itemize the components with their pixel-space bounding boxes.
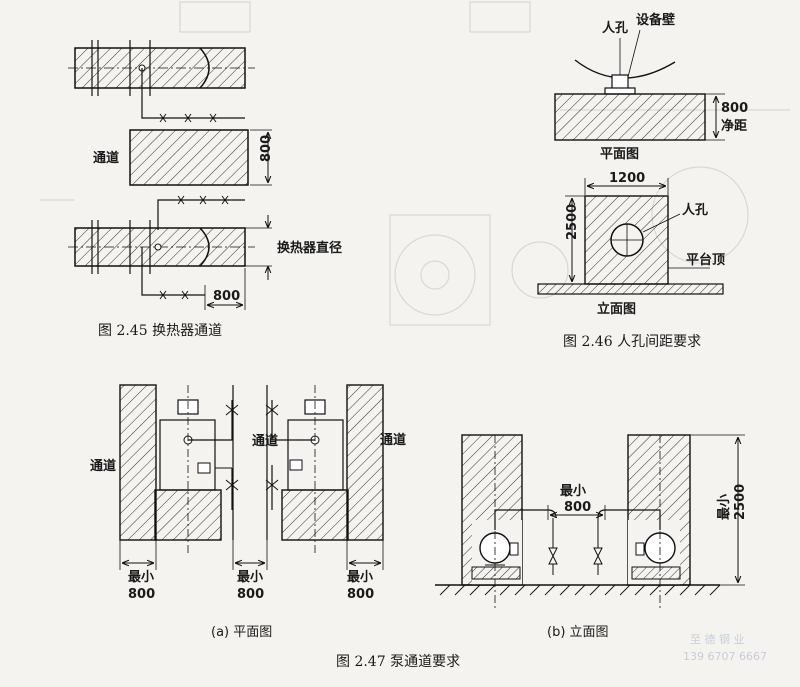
fig-2-47-b: 最小 800 最小 2500 (b) 立面图 (435, 434, 748, 640)
fig-2-47-a: 通道 通道 通道 (90, 384, 406, 640)
dim-800-vertical: 800 (259, 135, 274, 162)
caption-2-47: 图 2.47 泵通道要求 (336, 654, 460, 670)
diameter-label: 换热器直径 (277, 240, 342, 256)
platform-plan (554, 93, 706, 141)
dim-800-b: 800 (564, 500, 591, 515)
min-label-3: 最小 (347, 570, 373, 585)
manhole-plan (604, 87, 636, 95)
watermark-line1: 至 德 钢 业 (690, 632, 745, 646)
plan-a-label: (a) 平面图 (211, 625, 272, 640)
channel-block (129, 129, 249, 186)
channel-right-label: 通道 (380, 432, 406, 448)
ghost-background (40, 1, 790, 326)
manhole-top-label: 人孔 (602, 20, 628, 36)
fig-2-46: 人孔 设备壁 800 净距 平面图 1200 人孔 2500 平台顶 立面图 图… (537, 12, 748, 350)
channel-label: 通道 (93, 150, 119, 166)
platform-slab (537, 283, 724, 295)
dim-800-clearance: 800 (721, 101, 748, 116)
min-label-1: 最小 (128, 570, 154, 585)
elev-b-label: (b) 立面图 (547, 625, 609, 640)
caption-2-46: 图 2.46 人孔间距要求 (563, 334, 701, 350)
dim-2500-b: 2500 (733, 484, 748, 520)
plan-view-label: 平面图 (600, 147, 639, 162)
fig-2-45: 通道 800 换热器直径 (68, 40, 342, 339)
watermark-line2: 139 6707 6667 (683, 650, 767, 663)
clearance-label: 净距 (721, 118, 747, 134)
dim-1200: 1200 (609, 171, 645, 186)
dim-800-2: 800 (237, 587, 264, 602)
vessel-wall-label: 设备壁 (636, 12, 675, 28)
caption-2-45: 图 2.45 换热器通道 (98, 322, 222, 339)
dim-800-horizontal: 800 (213, 289, 240, 304)
min-label-2: 最小 (237, 570, 263, 585)
channel-left-label: 通道 (90, 458, 116, 474)
dim-800-1: 800 (128, 587, 155, 602)
manhole-label: 人孔 (682, 202, 708, 218)
wall-right (346, 384, 384, 541)
min-label-vertical: 最小 (717, 494, 732, 520)
wall-left (119, 384, 157, 541)
platform-top-label: 平台顶 (686, 252, 725, 268)
dim-2500: 2500 (565, 204, 580, 240)
min-label-b: 最小 (560, 484, 586, 499)
channel-mid-label: 通道 (252, 433, 278, 449)
elevation-view-label: 立面图 (597, 301, 636, 317)
dim-800-3: 800 (347, 587, 374, 602)
